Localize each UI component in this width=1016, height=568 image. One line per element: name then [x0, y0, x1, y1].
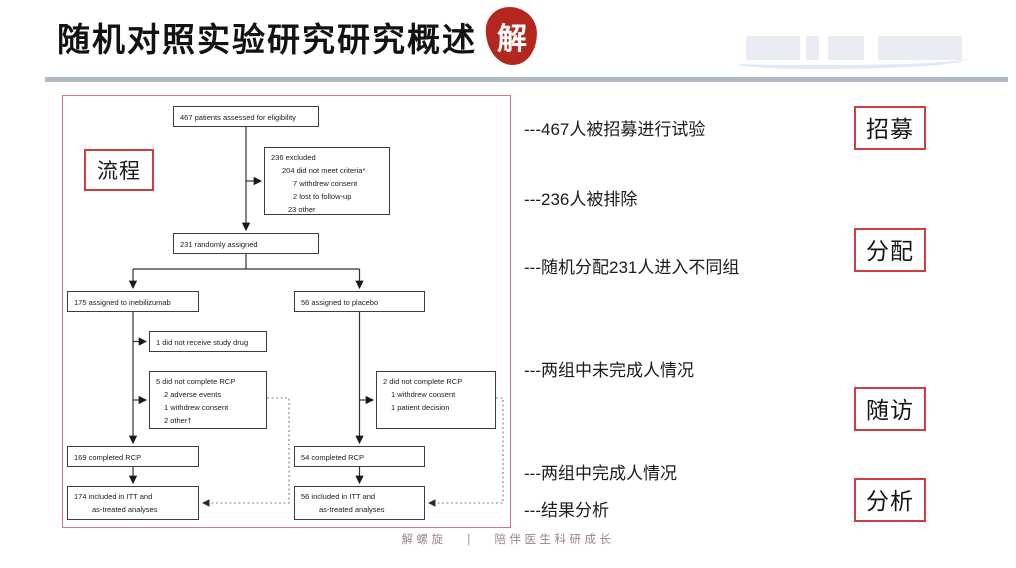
node-text: 5 did not complete RCP [156, 377, 236, 386]
annotation-analysis: ---结果分析 [524, 501, 609, 520]
page-title: 随机对照实验研究研究概述 [57, 21, 477, 58]
flow-process-tag: 流程 [84, 149, 154, 191]
node-text: 56 assigned to placebo [301, 298, 379, 307]
node-itt-placebo: 56 included in ITT and as-treated analys… [294, 486, 425, 520]
node-text: 1 withdrew consent [164, 403, 229, 412]
watermark-logo [738, 33, 970, 75]
node-completed-placebo: 54 completed RCP [294, 446, 425, 467]
node-arm-inebilizumab: 175 assigned to inebilizumab [67, 291, 199, 312]
seal-character: 解 [496, 23, 527, 56]
node-text: 2 lost to follow-up [293, 192, 352, 201]
node-text: 1 patient decision [391, 403, 450, 412]
node-text: 174 included in ITT and [74, 492, 153, 501]
node-text: 204 did not meet criteria* [282, 166, 366, 175]
node-text: 2 adverse events [164, 390, 222, 399]
node-text: 56 included in ITT and [301, 492, 376, 501]
node-randomized: 231 randomly assigned [173, 233, 319, 254]
annotation-excluded: ---236人被排除 [524, 190, 638, 209]
seal-stamp-icon: 解 [485, 6, 538, 66]
node-text: 1 withdrew consent [391, 390, 456, 399]
stage-tag-recruitment: 招募 [854, 106, 926, 150]
footer-separator: | [467, 534, 474, 546]
node-assessed: 467 patients assessed for eligibility [173, 106, 319, 127]
node-excluded: 236 excluded 204 did not meet criteria* … [264, 147, 390, 215]
annotation-recruited: ---467人被招募进行试验 [524, 120, 706, 139]
node-dropout-placebo: 2 did not complete RCP 1 withdrew consen… [376, 371, 496, 429]
annotation-randomized: ---随机分配231人进入不同组 [524, 258, 740, 277]
stage-tag-followup: 随访 [854, 387, 926, 431]
node-text: 1 did not receive study drug [156, 338, 249, 347]
node-itt-inebilizumab: 174 included in ITT and as-treated analy… [67, 486, 199, 520]
node-text: 7 withdrew consent [293, 179, 358, 188]
node-text: 169 completed RCP [74, 453, 142, 462]
node-arm-placebo: 56 assigned to placebo [294, 291, 425, 312]
footer-brand: 解螺旋 [401, 534, 447, 546]
stage-tag-allocation: 分配 [854, 228, 926, 272]
node-text: 467 patients assessed for eligibility [180, 113, 296, 122]
node-text: 2 did not complete RCP [383, 377, 463, 386]
node-text: 175 assigned to inebilizumab [74, 298, 171, 307]
node-text: 231 randomly assigned [180, 240, 258, 249]
node-text: 54 completed RCP [301, 453, 364, 462]
consort-flowchart-panel: 流程 467 patients assessed for eligibility… [62, 95, 511, 528]
node-text: 2 other† [164, 416, 192, 425]
node-text: 236 excluded [271, 153, 316, 162]
watermark-swoosh [738, 51, 968, 69]
title-divider-line [45, 77, 1008, 82]
footer-slogan: 陪伴医生科研成长 [494, 534, 615, 546]
node-dropout-inebilizumab: 5 did not complete RCP 2 adverse events … [149, 371, 267, 429]
node-text: as-treated analyses [92, 505, 158, 514]
node-text: as-treated analyses [319, 505, 385, 514]
node-no-study-drug: 1 did not receive study drug [149, 331, 267, 352]
node-completed-inebilizumab: 169 completed RCP [67, 446, 199, 467]
footer: 解螺旋 | 陪伴医生科研成长 [0, 531, 1016, 547]
annotation-completed: ---两组中完成人情况 [524, 464, 677, 483]
stage-tag-analysis: 分析 [854, 478, 926, 522]
annotation-not-complete: ---两组中未完成人情况 [524, 361, 694, 380]
node-text: 23 other [288, 205, 316, 214]
flow-connectors [128, 127, 504, 507]
